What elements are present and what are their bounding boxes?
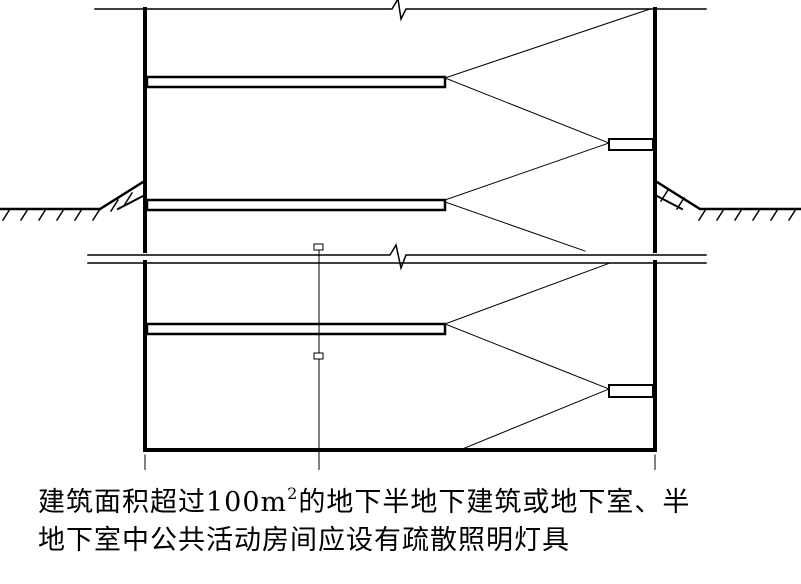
building-section-diagram — [0, 0, 801, 470]
caption-line-1-prefix: 建筑面积超过100m — [38, 487, 288, 518]
caption-line-1-suffix: 的地下半地下建筑或地下室、半 — [298, 487, 691, 518]
floor-slab-middle — [145, 198, 447, 212]
caption-superscript: 2 — [287, 484, 299, 503]
top-break-line — [94, 0, 707, 22]
floor-slab-lower — [145, 322, 447, 336]
light-lines — [444, 8, 651, 451]
diagram-caption: 建筑面积超过100m2的地下半地下建筑或地下室、半 地下室中公共活动房间应设有疏… — [38, 484, 788, 560]
middle-break-line — [87, 242, 707, 271]
section-line — [313, 243, 324, 470]
ground-left — [0, 180, 145, 222]
caption-line-2: 地下室中公共活动房间应设有疏散照明灯具 — [38, 525, 570, 556]
wall-light-lower — [608, 384, 654, 398]
floor-slab-upper — [145, 75, 447, 89]
dimension-line — [144, 454, 656, 470]
wall-light-upper — [608, 138, 654, 151]
caption-line-1: 建筑面积超过100m2的地下半地下建筑或地下室、半 — [38, 484, 788, 522]
ground-right — [655, 180, 801, 222]
